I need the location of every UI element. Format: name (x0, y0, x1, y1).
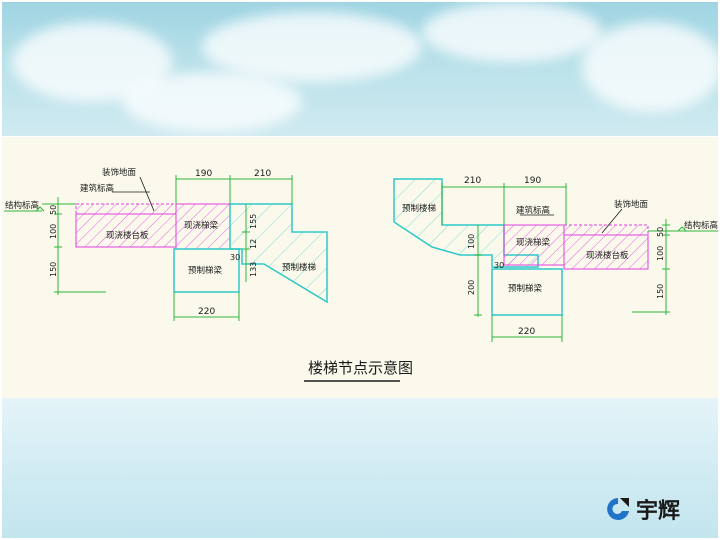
left-dim-v30: 30 (230, 253, 240, 262)
right-dim-v100b: 100 (467, 234, 476, 249)
left-label-cast-beam: 现浇梯梁 (184, 220, 219, 231)
right-dim-v150: 150 (656, 284, 665, 299)
right-label-cast-platform: 现浇楼台板 (586, 250, 629, 261)
left-node: 装饰地面 建筑标高 结构标高 现浇楼台板 现浇梯梁 预制梯梁 预制楼梯 190 … (4, 167, 328, 321)
sky-banner-bottom (2, 398, 718, 538)
left-dim-v133: 133 (249, 262, 258, 277)
brand-logo: 宇辉 (604, 492, 700, 526)
left-dim-v100: 100 (49, 224, 58, 239)
left-label-decor-floor: 装饰地面 (102, 167, 137, 178)
right-cast-platform (563, 234, 649, 270)
left-cast-beam (175, 203, 231, 250)
yuhui-logo-icon (607, 498, 629, 520)
right-dim-v30: 30 (494, 261, 504, 270)
right-label-arch-elev: 建筑标高 (516, 205, 550, 216)
left-label-precast-stair: 预制楼梯 (282, 262, 317, 273)
stair-node-diagram: 装饰地面 建筑标高 结构标高 现浇楼台板 现浇梯梁 预制梯梁 预制楼梯 190 … (4, 167, 718, 382)
right-node: 预制楼梯 建筑标高 装饰地面 结构标高 现浇梯梁 现浇楼台板 预制梯梁 210 … (393, 176, 718, 342)
left-dim-v12: 12 (249, 239, 258, 249)
right-label-cast-beam: 现浇梯梁 (516, 237, 551, 248)
right-dim-top-b: 190 (524, 176, 541, 186)
left-decor-layer (75, 203, 177, 215)
right-dim-v50: 50 (656, 227, 665, 237)
diagram-title: 楼梯节点示意图 (308, 359, 413, 377)
right-dim-bottom: 220 (518, 327, 535, 337)
left-cast-platform (75, 213, 177, 248)
left-label-precast-beam: 预制梯梁 (188, 265, 223, 276)
right-dim-top-a: 210 (464, 176, 481, 186)
right-dim-v100: 100 (656, 246, 665, 261)
left-dim-v150: 150 (49, 262, 58, 277)
logo-text: 宇辉 (636, 499, 681, 524)
right-label-struct-elev: 结构标高 (684, 220, 718, 231)
left-dim-top-a: 190 (195, 169, 212, 179)
left-label-struct-elev: 结构标高 (5, 200, 39, 211)
right-precast-stair (393, 178, 539, 268)
right-label-precast-beam: 预制梯梁 (508, 283, 543, 294)
left-label-arch-elev: 建筑标高 (80, 183, 114, 194)
right-decor-layer (563, 224, 649, 236)
sky-banner-top (2, 2, 718, 136)
left-precast-stair (229, 203, 328, 304)
right-dim-v200: 200 (467, 280, 476, 295)
left-dim-bottom: 220 (198, 307, 215, 317)
left-label-cast-platform: 现浇楼台板 (106, 230, 149, 241)
left-dim-v50: 50 (49, 205, 58, 215)
right-label-decor-floor: 装饰地面 (614, 199, 649, 210)
left-dim-v155: 155 (249, 214, 258, 229)
right-cast-beam (503, 224, 565, 266)
diagram-panel: 装饰地面 建筑标高 结构标高 现浇楼台板 现浇梯梁 预制梯梁 预制楼梯 190 … (2, 137, 718, 398)
left-dim-top-b: 210 (254, 169, 271, 179)
right-label-precast-stair: 预制楼梯 (402, 203, 437, 214)
